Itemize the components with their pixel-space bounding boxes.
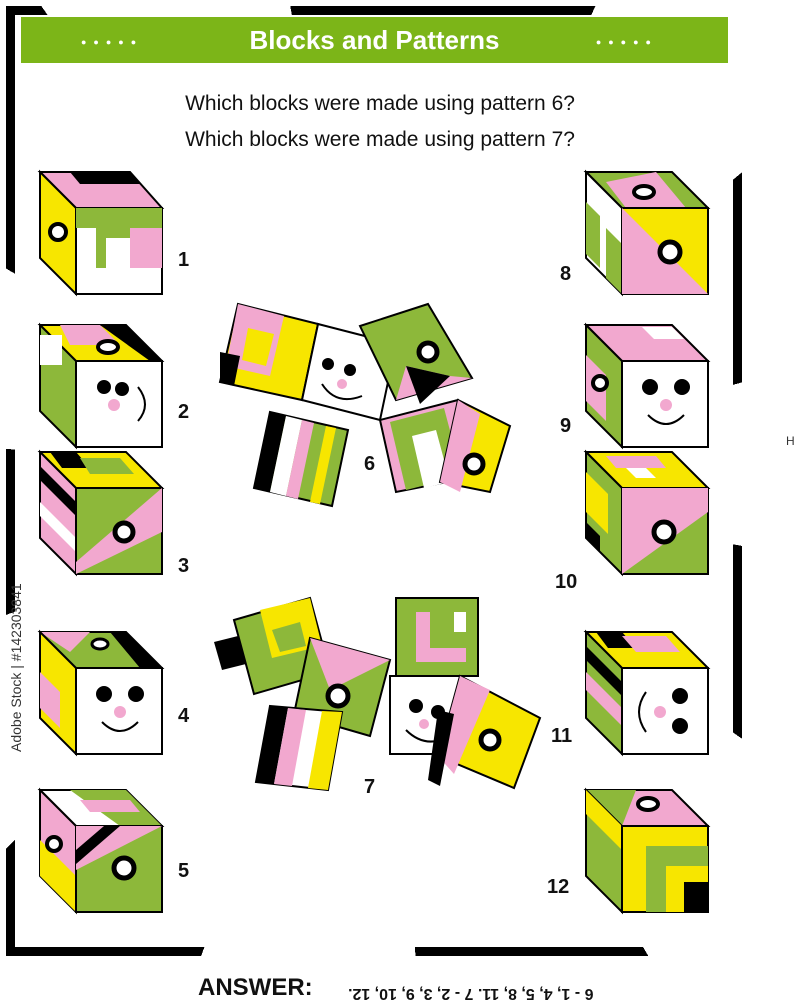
block-label-4: 4: [178, 705, 190, 727]
block-4: [37, 629, 165, 757]
block-label-5: 5: [178, 860, 189, 882]
pattern-7: [214, 596, 542, 792]
decorative-dots-right: ●●●●●: [595, 37, 658, 47]
block-2: [37, 322, 165, 450]
question-pattern-7: Which blocks were made using pattern 7?: [185, 128, 575, 151]
pattern-label-6: 6: [364, 453, 375, 475]
block-12: [583, 787, 711, 915]
block-label-12: 12: [547, 876, 569, 898]
block-label-11: 11: [551, 725, 572, 747]
block-10: [583, 449, 711, 577]
pattern-label-7: 7: [364, 776, 375, 798]
block-label-3: 3: [178, 555, 189, 577]
answer-text-upside-down: 6 - 1, 4, 5, 8, 11. 7 - 2, 3, 9, 10, 12.: [348, 985, 594, 1002]
block-label-1: 1: [178, 249, 189, 271]
title-banner: ●●●●● Blocks and Patterns ●●●●●: [21, 17, 728, 63]
block-11: [583, 629, 711, 757]
block-5: [37, 787, 165, 915]
page-title: Blocks and Patterns: [249, 25, 500, 55]
block-9: [583, 322, 711, 450]
block-label-10: 10: [555, 571, 577, 593]
block-label-8: 8: [560, 263, 571, 285]
stock-watermark-id: Adobe Stock | #142303841: [8, 583, 24, 752]
question-pattern-6: Which blocks were made using pattern 6?: [185, 92, 575, 115]
edge-letter: H: [786, 434, 795, 448]
block-1: [37, 169, 165, 297]
answer-label: ANSWER:: [198, 974, 313, 1001]
block-label-9: 9: [560, 415, 571, 437]
decorative-dots-left: ●●●●●: [81, 37, 144, 47]
block-8: [583, 169, 711, 297]
block-label-2: 2: [178, 401, 189, 423]
block-3: [37, 449, 165, 577]
pattern-6: [218, 302, 512, 508]
